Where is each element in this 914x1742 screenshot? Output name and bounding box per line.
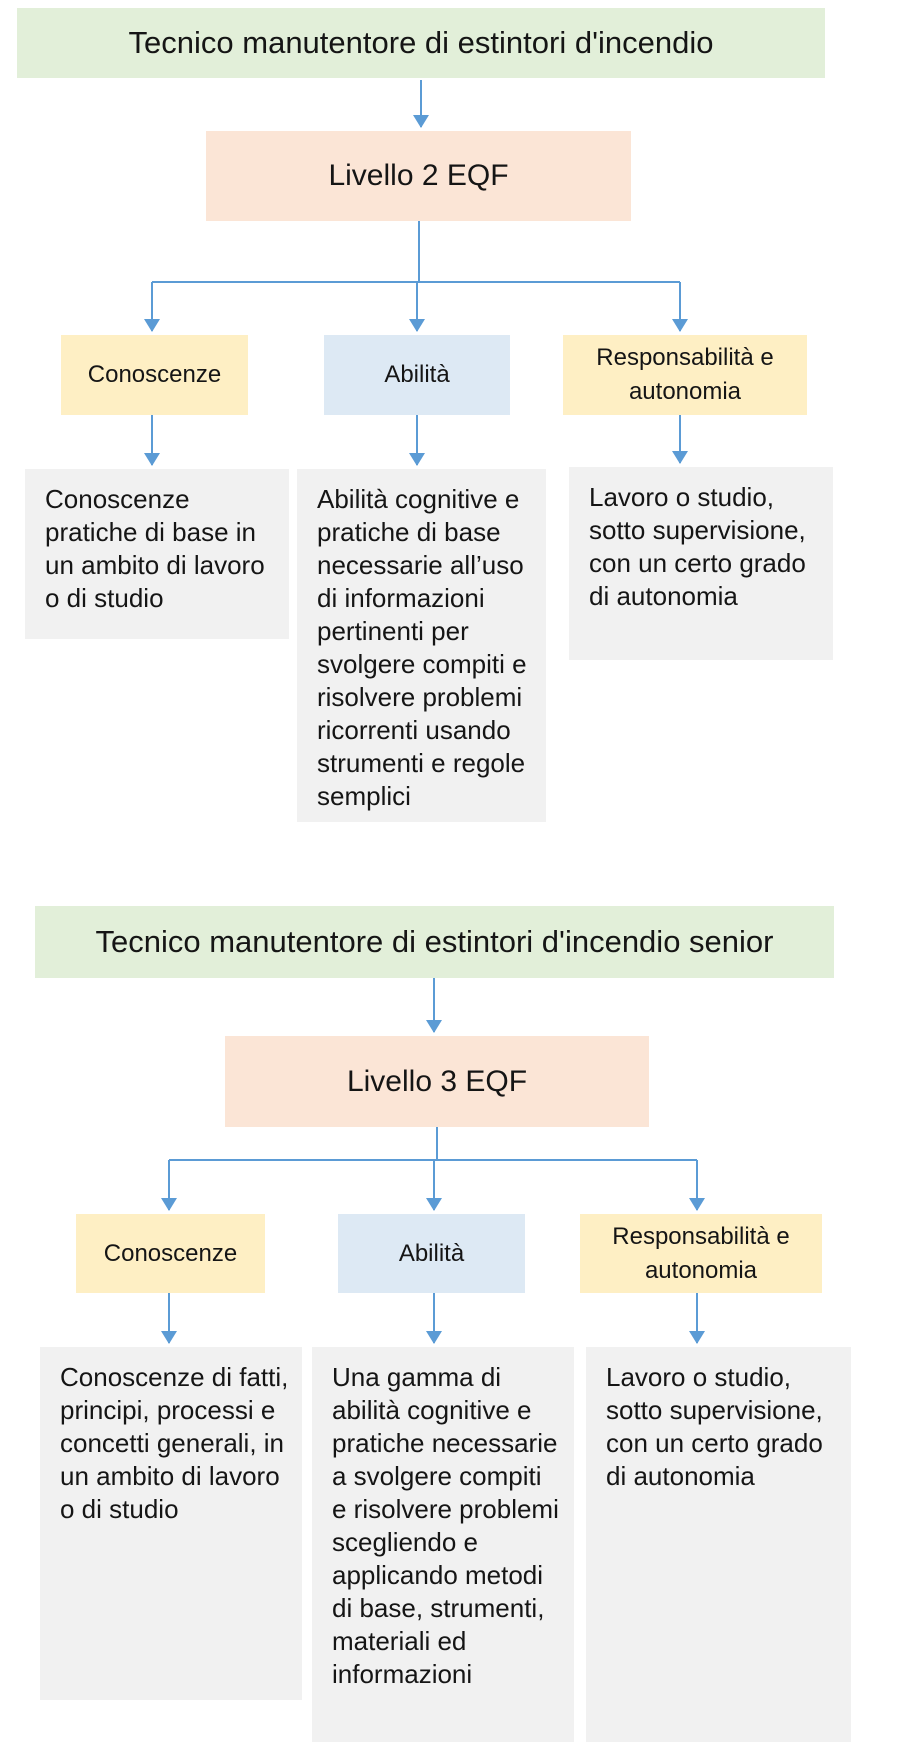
section2-level-box: Livello 3 EQF — [225, 1036, 649, 1127]
section1-description-conoscenze-text: Conoscenze pratiche di base in un ambito… — [45, 484, 265, 613]
section1-level-label: Livello 2 EQF — [328, 159, 509, 192]
section2-description-responsabilita-text: Lavoro o studio, sotto supervisione, con… — [606, 1362, 823, 1491]
section1-level-box: Livello 2 EQF — [206, 131, 631, 221]
section2-description-abilita: Una gamma di abilità cognitive e pratich… — [312, 1347, 574, 1742]
section2-description-conoscenze: Conoscenze di fatti, principi, processi … — [40, 1347, 302, 1700]
section1-description-responsabilita: Lavoro o studio, sotto supervisione, con… — [569, 467, 833, 660]
section2-description-abilita-text: Una gamma di abilità cognitive e pratich… — [332, 1362, 559, 1689]
section1-category-responsabilita: Responsabilità e autonomia — [563, 335, 807, 415]
section1-description-conoscenze: Conoscenze pratiche di base in un ambito… — [25, 469, 289, 639]
section2-category-conoscenze-label: Conoscenze — [103, 1239, 238, 1267]
section1-category-conoscenze-label: Conoscenze — [87, 361, 222, 388]
section2-category-responsabilita: Responsabilità e autonomia — [580, 1214, 822, 1293]
section1-title: Tecnico manutentore di estintori d'incen… — [128, 25, 714, 60]
section2-category-responsabilita-label: Responsabilità e autonomia — [612, 1222, 790, 1284]
section2-category-abilita: Abilità — [338, 1214, 525, 1293]
section2-title-banner: Tecnico manutentore di estintori d'incen… — [35, 906, 834, 978]
section2-description-conoscenze-text: Conoscenze di fatti, principi, processi … — [60, 1362, 289, 1524]
section1-description-abilita-text: Abilità cognitive e pratiche di base nec… — [317, 484, 527, 811]
section1-description-responsabilita-text: Lavoro o studio, sotto supervisione, con… — [589, 482, 806, 611]
section1-category-abilita-label: Abilità — [384, 361, 450, 388]
section2-description-responsabilita: Lavoro o studio, sotto supervisione, con… — [586, 1347, 851, 1742]
section2-category-conoscenze: Conoscenze — [76, 1214, 265, 1293]
section2-title: Tecnico manutentore di estintori d'incen… — [95, 924, 774, 959]
section2-level-label: Livello 3 EQF — [346, 1064, 528, 1098]
section1-description-abilita: Abilità cognitive e pratiche di base nec… — [297, 469, 546, 822]
section1-category-responsabilita-label: Responsabilità e autonomia — [596, 344, 774, 405]
section1-title-banner: Tecnico manutentore di estintori d'incen… — [17, 8, 825, 78]
section1-category-abilita: Abilità — [324, 335, 510, 415]
section2-category-abilita-label: Abilità — [398, 1239, 465, 1267]
section1-category-conoscenze: Conoscenze — [61, 335, 248, 415]
